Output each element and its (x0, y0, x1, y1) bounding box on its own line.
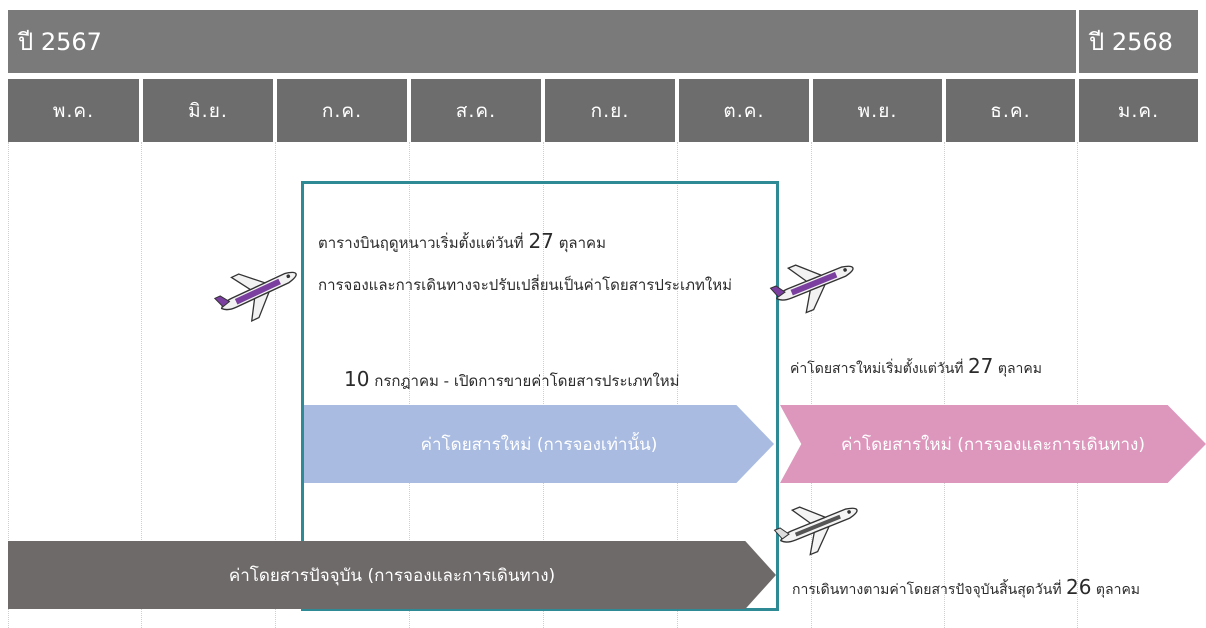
new-fare-travel-arrow: ค่าโดยสารใหม่ (การจองและการเดินทาง) (780, 405, 1206, 483)
airplane-icon (769, 264, 854, 314)
year-header-2568: ปี 2568 (1079, 10, 1198, 73)
note-text: ตารางบินฤดูหนาวเริ่มตั้งแต่วันที่ (318, 234, 524, 252)
sale-start-note: 10 กรกฎาคม - เปิดการขายค่าโดยสารประเภทให… (344, 367, 680, 393)
month-header: ก.ย. (545, 79, 675, 142)
airplane-icon (773, 506, 858, 556)
arrow-label: ค่าโดยสารใหม่ (การจองและการเดินทาง) (841, 434, 1145, 455)
note-text: การเดินทางตามค่าโดยสารปัจจุบันสิ้นสุดวัน… (792, 582, 1062, 598)
column-divider (543, 142, 544, 628)
new-fare-booking-arrow: ค่าโดยสารใหม่ (การจองเท่านั้น) (304, 405, 774, 483)
year-header-2567: ปี 2567 (8, 10, 1076, 73)
month-header: ส.ค. (411, 79, 541, 142)
month-header: พ.ค. (8, 79, 139, 142)
transition-period-frame (301, 181, 779, 611)
note-day: 10 (344, 367, 370, 391)
note-text: ตุลาคม (1095, 582, 1141, 598)
new-fare-start-note: ค่าโดยสารใหม่เริ่มตั้งแต่วันที่ 27 ตุลาค… (790, 354, 1042, 380)
note-text: ตุลาคม (997, 361, 1042, 377)
note-day: 26 (1066, 575, 1092, 599)
note-text: ตุลาคม (558, 234, 606, 252)
month-header: พ.ย. (813, 79, 942, 142)
fare-change-note: การจองและการเดินทางจะปรับเปลี่ยนเป็นค่าโ… (318, 276, 732, 294)
note-text: ค่าโดยสารใหม่เริ่มตั้งแต่วันที่ (790, 361, 964, 377)
month-header: ธ.ค. (946, 79, 1075, 142)
column-divider (811, 142, 812, 628)
airplane-icon (213, 271, 297, 322)
column-divider (944, 142, 945, 628)
column-divider (1077, 142, 1078, 628)
column-divider (141, 142, 142, 628)
column-divider (8, 142, 9, 628)
current-fare-end-note: การเดินทางตามค่าโดยสารปัจจุบันสิ้นสุดวัน… (792, 575, 1140, 601)
month-header: ต.ค. (679, 79, 809, 142)
note-text: กรกฎาคม - เปิดการขายค่าโดยสารประเภทใหม่ (374, 372, 680, 390)
arrow-label: ค่าโดยสารปัจจุบัน (การจองและการเดินทาง) (228, 565, 556, 586)
column-divider (409, 142, 410, 628)
note-day: 27 (967, 354, 994, 378)
column-divider (677, 142, 678, 628)
current-fare-arrow: ค่าโดยสารปัจจุบัน (การจองและการเดินทาง) (8, 541, 776, 609)
column-divider (275, 142, 276, 628)
year-label: ปี 2568 (1089, 28, 1173, 56)
winter-schedule-note: ตารางบินฤดูหนาวเริ่มตั้งแต่วันที่ 27 ตุล… (318, 229, 606, 255)
year-label: ปี 2567 (18, 28, 102, 56)
month-header: ม.ค. (1079, 79, 1198, 142)
note-day: 27 (528, 229, 554, 253)
arrow-label: ค่าโดยสารใหม่ (การจองเท่านั้น) (420, 434, 658, 455)
month-header: มิ.ย. (143, 79, 273, 142)
month-header: ก.ค. (277, 79, 407, 142)
